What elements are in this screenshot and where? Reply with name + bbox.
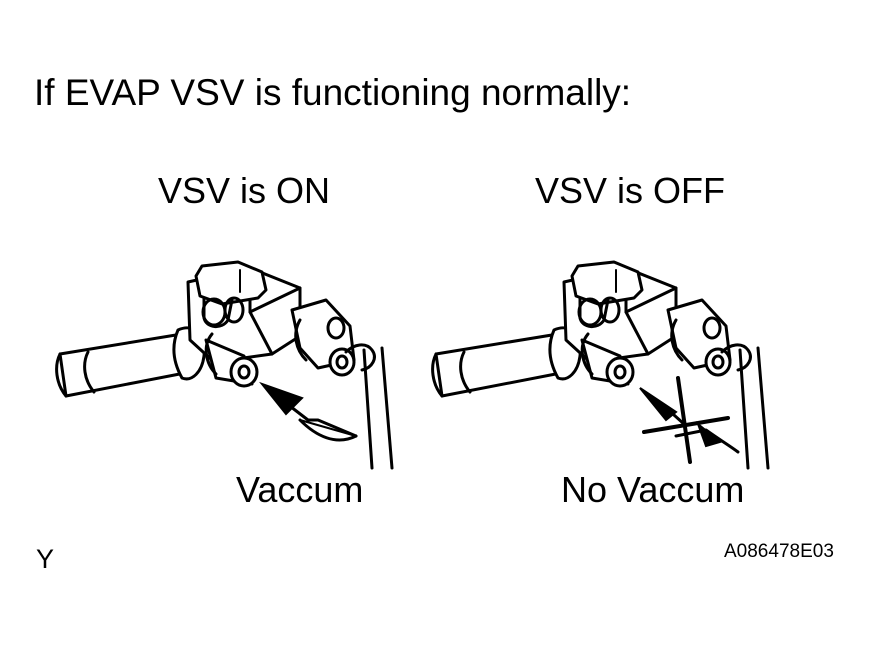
vacuum-arrow [259, 381, 358, 442]
vsv-off-label: VSV is OFF [535, 170, 726, 211]
vsv-on-label: VSV is ON [158, 170, 331, 211]
vacuum-label: Vaccum [236, 469, 364, 510]
diagram-heading: If EVAP VSV is functioning normally: [34, 72, 632, 113]
no-vacuum-label: No Vaccum [561, 469, 745, 510]
corner-mark: Y [36, 544, 55, 574]
figure-code: A086478E03 [724, 541, 834, 562]
vsv-on-assembly [55, 260, 394, 470]
blocked-arrow [639, 376, 740, 464]
